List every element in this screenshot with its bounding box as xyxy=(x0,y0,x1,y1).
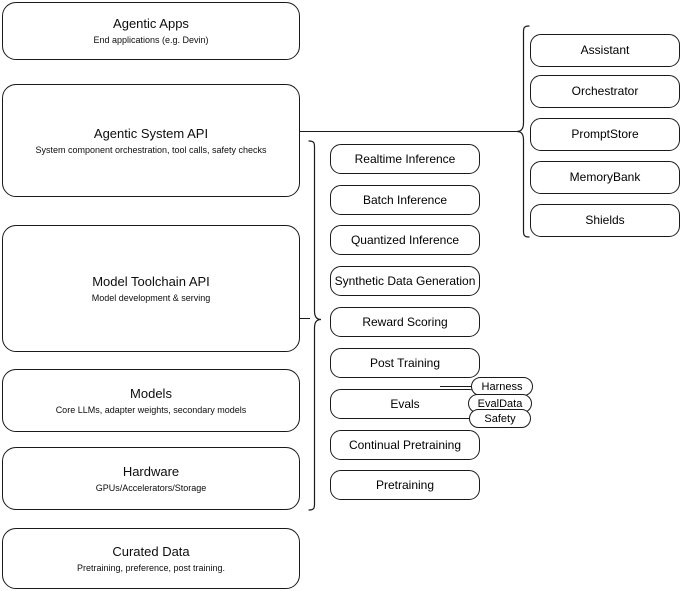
capability-batch-inference[interactable]: Batch Inference xyxy=(330,185,480,215)
stack-layer-subtitle: Model development & serving xyxy=(91,292,211,303)
stack-layer-agentic-apps[interactable]: Agentic Apps End applications (e.g. Devi… xyxy=(2,2,300,60)
eval-subcomponent-safety[interactable]: Safety xyxy=(469,409,531,428)
capability-label: Synthetic Data Generation xyxy=(334,273,476,288)
stack-layer-subtitle: System component orchestration, tool cal… xyxy=(35,144,267,155)
connector-system-api-to-services xyxy=(300,130,520,132)
capability-label: Quantized Inference xyxy=(350,232,460,247)
eval-subcomponent-label: Safety xyxy=(484,412,516,425)
connector-evals-to-harness xyxy=(440,386,480,388)
capability-realtime-inference[interactable]: Realtime Inference xyxy=(330,144,480,174)
system-service-label: Assistant xyxy=(580,43,630,57)
stack-layer-model-toolchain-api[interactable]: Model Toolchain API Model development & … xyxy=(2,225,300,352)
system-service-assistant[interactable]: Assistant xyxy=(530,34,680,67)
eval-subcomponent-harness[interactable]: Harness xyxy=(471,377,533,396)
capability-evals[interactable]: Evals xyxy=(330,389,480,419)
system-service-label: MemoryBank xyxy=(569,170,641,184)
connector-toolchain-api-to-capabilities xyxy=(300,317,310,319)
stack-layer-title: Curated Data xyxy=(112,543,190,559)
system-services-brace xyxy=(516,22,530,242)
capability-label: Pretraining xyxy=(375,477,435,492)
system-service-label: Orchestrator xyxy=(571,84,639,98)
capability-label: Continual Pretraining xyxy=(348,437,462,452)
system-service-shields[interactable]: Shields xyxy=(530,204,680,237)
stack-layer-curated-data[interactable]: Curated Data Pretraining, preference, po… xyxy=(2,528,300,589)
capability-label: Realtime Inference xyxy=(354,151,456,166)
stack-layer-title: Model Toolchain API xyxy=(92,273,210,289)
system-service-orchestrator[interactable]: Orchestrator xyxy=(530,75,680,108)
eval-subcomponent-label: Harness xyxy=(481,380,523,393)
capability-pretraining[interactable]: Pretraining xyxy=(330,470,480,500)
capability-label: Reward Scoring xyxy=(362,314,448,329)
stack-layer-title: Models xyxy=(130,385,172,401)
capability-reward-scoring[interactable]: Reward Scoring xyxy=(330,307,480,337)
stack-layer-title: Agentic Apps xyxy=(113,16,189,31)
system-service-promptstore[interactable]: PromptStore xyxy=(530,118,680,151)
capability-post-training[interactable]: Post Training xyxy=(330,348,480,378)
capability-label: Post Training xyxy=(369,355,441,370)
capability-label: Batch Inference xyxy=(362,192,448,207)
stack-layer-hardware[interactable]: Hardware GPUs/Accelerators/Storage xyxy=(2,447,300,510)
toolchain-capabilities-brace xyxy=(308,138,322,516)
stack-layer-title: Agentic System API xyxy=(93,125,209,141)
capability-continual-pretraining[interactable]: Continual Pretraining xyxy=(330,430,480,460)
system-service-memorybank[interactable]: MemoryBank xyxy=(530,161,680,194)
capability-quantized-inference[interactable]: Quantized Inference xyxy=(330,225,480,255)
stack-layer-title: Hardware xyxy=(122,463,180,479)
stack-layer-agentic-system-api[interactable]: Agentic System API System component orch… xyxy=(2,84,300,197)
eval-subcomponent-label: EvalData xyxy=(477,397,523,410)
capability-label: Evals xyxy=(390,396,420,411)
stack-layer-subtitle: Pretraining, preference, post training. xyxy=(76,562,226,573)
stack-layer-subtitle: End applications (e.g. Devin) xyxy=(93,35,209,45)
capability-synthetic-data-generation[interactable]: Synthetic Data Generation xyxy=(330,266,480,296)
stack-layer-models[interactable]: Models Core LLMs, adapter weights, secon… xyxy=(2,369,300,432)
system-service-label: Shields xyxy=(585,213,625,227)
system-service-label: PromptStore xyxy=(571,127,639,141)
stack-layer-subtitle: Core LLMs, adapter weights, secondary mo… xyxy=(55,404,247,415)
stack-layer-subtitle: GPUs/Accelerators/Storage xyxy=(95,482,207,493)
